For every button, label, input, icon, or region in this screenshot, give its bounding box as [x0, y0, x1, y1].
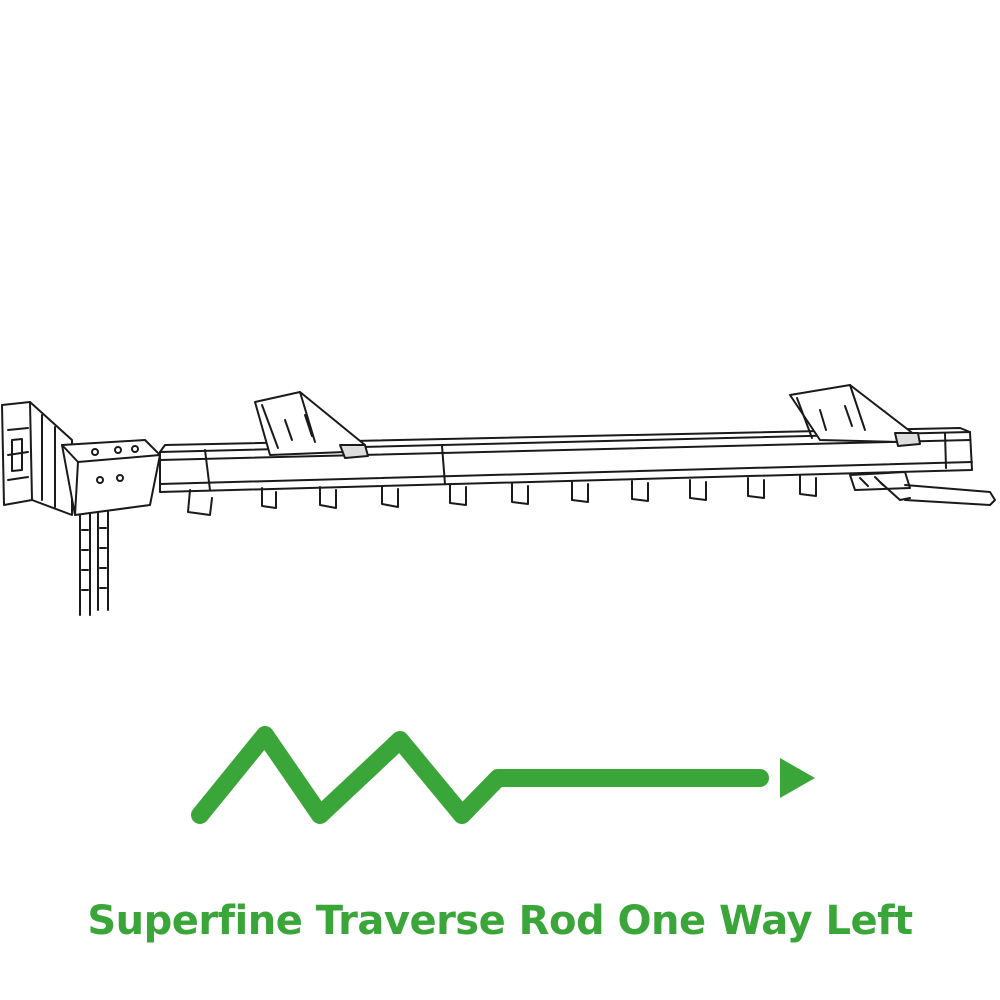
- support-bracket-icon: [789, 384, 921, 447]
- support-bracket-icon: [254, 391, 369, 459]
- end-bracket-icon: [1, 401, 161, 616]
- product-title: Superfine Traverse Rod One Way Left: [87, 898, 913, 944]
- master-carrier-arm-icon: [849, 471, 996, 506]
- carrier-hooks: [187, 475, 817, 516]
